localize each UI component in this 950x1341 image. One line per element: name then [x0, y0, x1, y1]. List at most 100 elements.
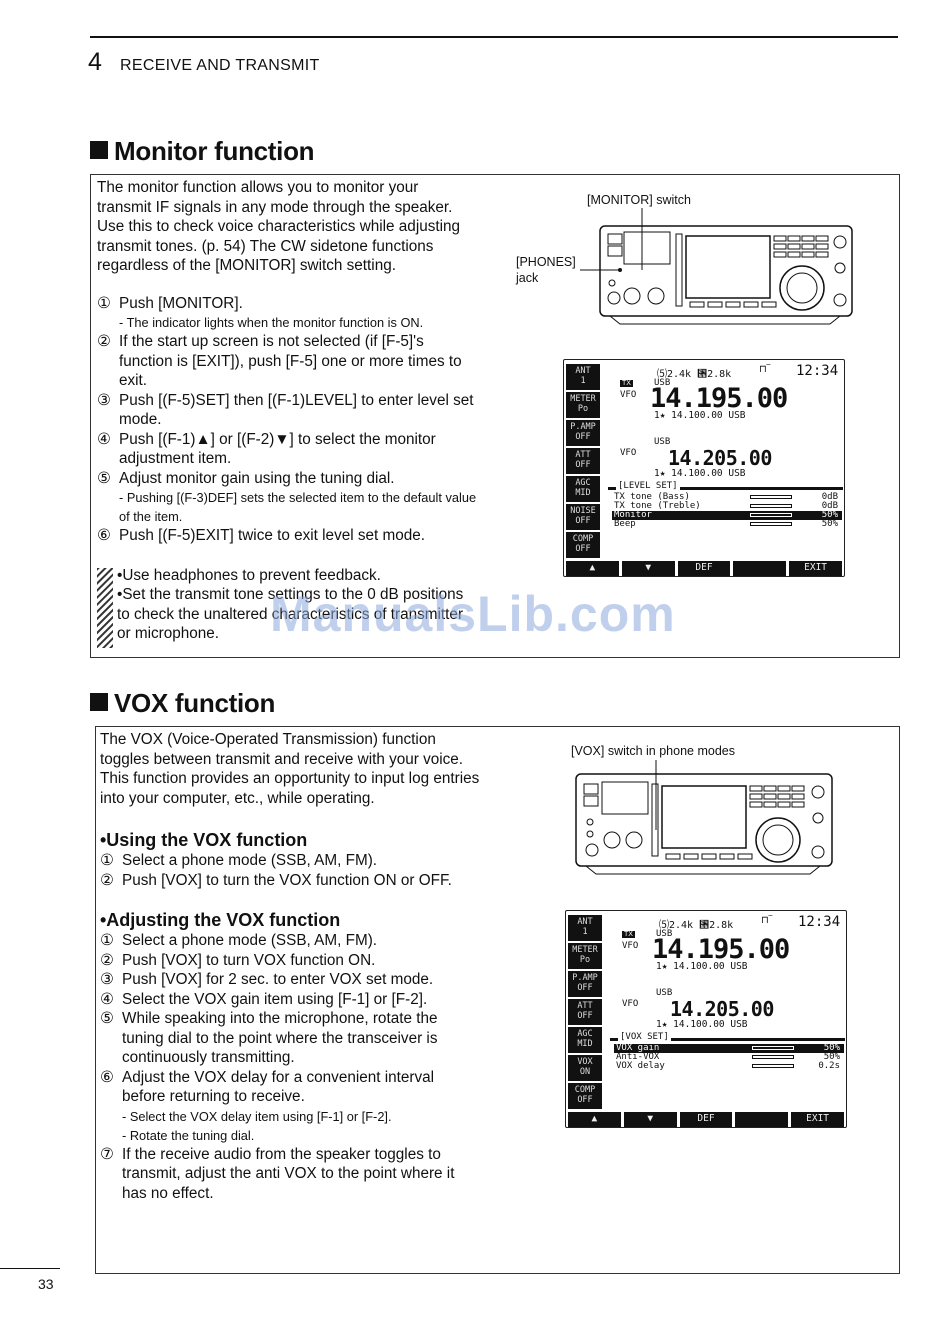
- lcd-row-bar: [752, 1055, 794, 1059]
- lcd-mode-main: USB: [654, 378, 671, 388]
- lcd-level-row: TX tone (Bass) 0dB: [612, 493, 842, 502]
- lcd-memory-main: 1★ 14.100.00 USB: [654, 410, 746, 421]
- chapter-header: 4 RECEIVE AND TRANSMIT: [88, 48, 320, 77]
- step-item: ③ Push [VOX] for 2 sec. to enter VOX set …: [100, 970, 480, 990]
- lcd-side-button: ANT 1: [568, 915, 602, 941]
- lcd-main-frequency: 14.195.00: [652, 934, 790, 965]
- lcd-side-button: P.AMP OFF: [568, 971, 602, 997]
- step-subnote: - Pushing [(F-3)DEF] sets the selected i…: [119, 490, 477, 524]
- monitor-notes: •Use headphones to prevent feedback.•Set…: [97, 566, 477, 648]
- lcd-row-label: Monitor: [614, 510, 652, 520]
- step-text: If the start up screen is not selected (…: [119, 333, 462, 389]
- lcd-function-key: ▲: [566, 561, 619, 576]
- lcd-mode-sub: USB: [654, 437, 671, 447]
- vox-box: [95, 726, 900, 1274]
- lcd-side-button: P.AMP OFF: [566, 420, 600, 446]
- step-number: ⑤: [97, 469, 111, 487]
- lcd-side-button: COMP OFF: [568, 1083, 602, 1109]
- lcd-function-key: ▼: [623, 1112, 677, 1127]
- step-item: ② Push [VOX] to turn VOX function ON.: [100, 951, 480, 971]
- lcd-memory-sub: 1★ 14.100.00 USB: [656, 1019, 748, 1030]
- step-number: ⑥: [97, 527, 111, 544]
- section-square-icon: [90, 693, 108, 711]
- lcd-row-value: 0dB: [821, 492, 838, 502]
- lcd-tx-badge: TX: [620, 380, 633, 387]
- lcd-vfo-main: VFO: [622, 941, 639, 951]
- lcd-filter-shape-icon: ⊓‾: [761, 915, 773, 926]
- step-subnote: - Select the VOX delay item using [F-1] …: [122, 1108, 392, 1124]
- lcd-side-button: VOX ON: [568, 1055, 602, 1081]
- lcd-sub-frequency: 14.205.00: [670, 997, 774, 1021]
- lcd-filter-indicators: ⑸2.4k ⑕2.8k: [657, 369, 732, 380]
- lcd-side-button: ATT OFF: [568, 999, 602, 1025]
- lcd-row-label: TX tone (Bass): [614, 492, 690, 502]
- lcd-row-label: VOX delay: [616, 1061, 665, 1071]
- step-number: ⑦: [100, 1145, 114, 1163]
- transceiver-front-panel-icon: [575, 760, 833, 875]
- lcd-side-button: AGC MID: [568, 1027, 602, 1053]
- lcd-set-title: [VOX SET]: [618, 1032, 671, 1042]
- lcd-side-button: ANT 1: [566, 364, 600, 390]
- step-number: ③: [97, 391, 111, 409]
- step-text: Push [VOX] for 2 sec. to enter VOX set m…: [122, 971, 434, 988]
- lcd-function-key: EXIT: [789, 561, 842, 576]
- vox-using-title: •Using the VOX function: [100, 830, 308, 850]
- monitor-switch-label: [MONITOR] switch: [587, 193, 691, 207]
- step-number: ④: [97, 430, 111, 448]
- lcd-tx-badge: TX: [622, 931, 635, 938]
- lcd-side-button: ATT OFF: [566, 448, 600, 474]
- lcd-row-bar: [750, 522, 792, 526]
- lcd-side-button: METER Po: [566, 392, 600, 418]
- section-square-icon: [90, 141, 108, 159]
- lcd-main-frequency: 14.195.00: [650, 383, 788, 414]
- monitor-section-title: Monitor function: [90, 136, 315, 167]
- step-number: ⑤: [100, 1010, 114, 1027]
- step-text: Push [(F-5)SET] then [(F-1)LEVEL] to ent…: [119, 391, 474, 429]
- lcd-row-label: TX tone (Treble): [614, 501, 701, 511]
- step-number: ③: [100, 971, 114, 988]
- lcd-row-value: 50%: [821, 510, 838, 520]
- lcd-vfo-sub: VFO: [622, 999, 639, 1009]
- step-text: Adjust monitor gain using the tuning dia…: [119, 469, 395, 487]
- monitor-text: The monitor function allows you to monit…: [97, 178, 477, 648]
- lcd-side-button: AGC MID: [566, 476, 600, 502]
- step-text: Push [VOX] to turn VOX function ON.: [122, 951, 376, 969]
- lcd-function-key: ▼: [621, 561, 675, 576]
- lcd-function-key: [735, 1112, 789, 1127]
- lcd-sub-frequency: 14.205.00: [668, 446, 772, 470]
- lcd-mode-main: USB: [656, 929, 673, 939]
- lcd-level-row: Monitor 50%: [612, 511, 842, 520]
- step-number: ④: [100, 990, 114, 1008]
- step-number: ①: [97, 294, 111, 312]
- lcd-set-rule: [610, 1038, 845, 1041]
- lcd-row-value: 50%: [823, 1052, 840, 1062]
- step-text: Adjust the VOX delay for a convenient in…: [122, 1068, 435, 1106]
- step-number: ②: [100, 951, 114, 969]
- step-text: If the receive audio from the speaker to…: [122, 1145, 455, 1202]
- lcd-row-value: 0dB: [821, 501, 838, 511]
- step-text: Push [VOX] to turn the VOX function ON o…: [122, 871, 452, 889]
- lcd-side-button: METER Po: [568, 943, 602, 969]
- caution-hatch-icon: [97, 567, 113, 648]
- lcd-row-bar: [750, 504, 792, 508]
- step-item: ⑦ If the receive audio from the speaker t…: [100, 1145, 480, 1204]
- step-text: Select a phone mode (SSB, AM, FM).: [122, 852, 378, 869]
- lcd-filter-shape-icon: ⊓‾: [759, 364, 771, 375]
- step-number: ⑥: [100, 1068, 114, 1086]
- lcd-side-button: NOISE OFF: [566, 504, 600, 530]
- lcd-function-key: DEF: [679, 1112, 733, 1127]
- chapter-title: RECEIVE AND TRANSMIT: [120, 57, 320, 74]
- watermark: ManualsLib.com: [270, 586, 676, 642]
